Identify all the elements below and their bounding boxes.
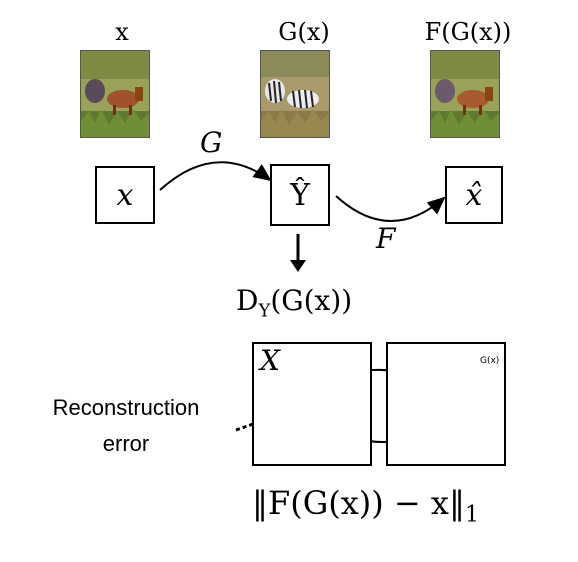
image-label-fgx: F(G(x)) [424, 18, 512, 46]
domain-y-title: G(x) [480, 356, 500, 366]
loss-expression: ‖F(G(x)) − x‖ [252, 484, 465, 522]
reconstruction-line-1: Reconstruction [52, 395, 200, 420]
discriminator-subscript: Y [258, 300, 271, 322]
discriminator-symbol: D [236, 284, 259, 317]
g-arrow [159, 161, 272, 191]
node-y-hat: Ŷ [270, 164, 330, 226]
reconstruction-error-label: Reconstruction error [26, 390, 226, 462]
horse-image [80, 50, 150, 138]
g-label: G [200, 126, 223, 159]
domain-y-panel [386, 342, 506, 466]
reconstructed-horse-image [430, 50, 500, 138]
image-label-gx: G(x) [278, 18, 330, 46]
discriminator-label: DY(G(x)) [236, 284, 352, 322]
node-x-hat: x̂ [445, 166, 503, 224]
f-arrow [335, 195, 446, 222]
loss-subscript: 1 [464, 502, 479, 528]
node-x: x [95, 166, 155, 224]
zebra-image [260, 50, 330, 138]
cycle-loss-formula: ‖F(G(x)) − x‖1 [252, 484, 479, 527]
domain-x-title: X [260, 344, 280, 377]
discriminator-argument: (G(x)) [270, 284, 353, 317]
f-label: F [376, 222, 396, 255]
image-label-x: x [115, 18, 129, 46]
domain-x-panel [252, 342, 372, 466]
reconstruction-line-2: error [102, 431, 150, 456]
